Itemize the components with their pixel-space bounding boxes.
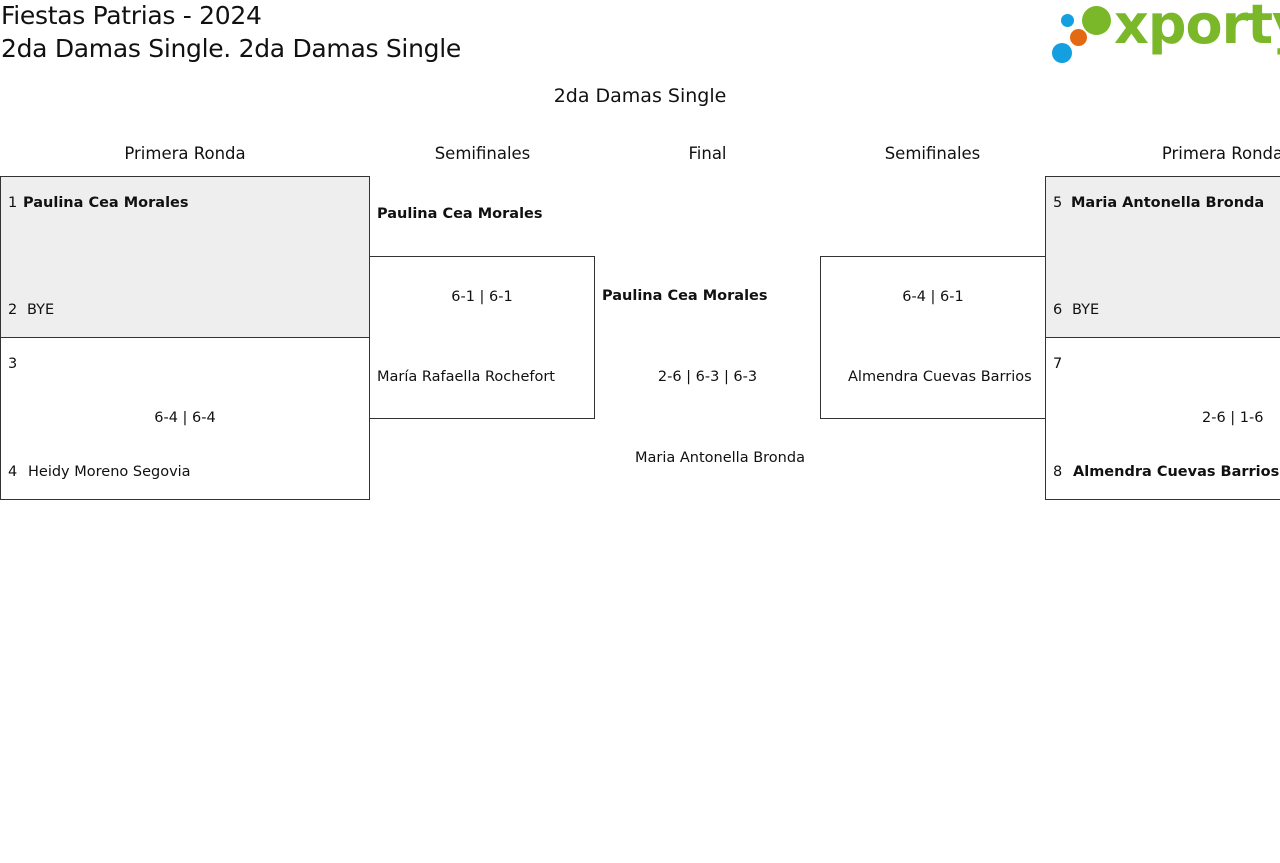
logo-dot-green xyxy=(1082,6,1111,35)
event-title: Fiestas Patrias - 2024 xyxy=(1,1,262,30)
final-score: 2-6 | 6-3 | 6-3 xyxy=(657,369,758,385)
seed-number: 1 xyxy=(8,195,18,211)
player-name-winner: Almendra Cuevas Barrios xyxy=(1073,464,1280,480)
semi-left-top-player: Paulina Cea Morales xyxy=(377,206,543,222)
player-name-winner: Paulina Cea Morales xyxy=(23,195,189,211)
seed-number: 5 xyxy=(1053,195,1063,211)
seed-number: 8 xyxy=(1053,464,1063,480)
match-score: 6-4 | 6-1 xyxy=(902,289,964,305)
player-name: Heidy Moreno Segovia xyxy=(28,464,191,480)
round-header-left-semi: Semifinales xyxy=(434,144,531,163)
final-bottom-player: Maria Antonella Bronda xyxy=(635,450,805,466)
draw-title: 2da Damas Single xyxy=(553,85,727,107)
player-name: BYE xyxy=(1072,302,1100,318)
logo-dot-blue-small xyxy=(1061,14,1074,27)
logo-dot-blue-large xyxy=(1052,43,1072,63)
seed-number: 7 xyxy=(1053,356,1063,372)
final-top-player: Paulina Cea Morales xyxy=(602,288,768,304)
player-name-winner: Maria Antonella Bronda xyxy=(1071,195,1265,211)
round-header-right-semi: Semifinales xyxy=(884,144,981,163)
player-name: María Rafaella Rochefort xyxy=(377,369,555,385)
match-right-semi: 6-4 | 6-1 Almendra Cuevas Barrios xyxy=(820,256,1046,419)
category-title: 2da Damas Single. 2da Damas Single xyxy=(1,34,461,63)
match-left-r1-2: 3 6-4 | 6-4 4 Heidy Moreno Segovia xyxy=(0,337,370,500)
seed-number: 3 xyxy=(8,356,18,372)
player-name: Almendra Cuevas Barrios xyxy=(848,369,1032,385)
round-header-right-first: Primera Ronda xyxy=(1161,144,1280,163)
match-right-r1-1: 5 Maria Antonella Bronda 6 BYE xyxy=(1045,176,1280,338)
seed-number: 4 xyxy=(8,464,18,480)
match-left-semi: 6-1 | 6-1 María Rafaella Rochefort xyxy=(369,256,595,419)
match-score: 6-4 | 6-4 xyxy=(154,410,216,426)
seed-number: 2 xyxy=(8,302,18,318)
match-score: 2-6 | 1-6 xyxy=(1202,410,1264,426)
round-header-left-first: Primera Ronda xyxy=(124,144,246,163)
match-score: 6-1 | 6-1 xyxy=(451,289,513,305)
match-right-r1-2: 7 2-6 | 1-6 8 Almendra Cuevas Barrios xyxy=(1045,337,1280,500)
round-header-final: Final xyxy=(688,144,727,163)
logo-dot-orange xyxy=(1070,29,1087,46)
match-left-r1-1: 1 Paulina Cea Morales 2 BYE xyxy=(0,176,370,338)
xporty-logo: xporty xyxy=(1050,0,1280,68)
player-name: BYE xyxy=(27,302,55,318)
logo-text: xporty xyxy=(1114,0,1280,56)
seed-number: 6 xyxy=(1053,302,1063,318)
